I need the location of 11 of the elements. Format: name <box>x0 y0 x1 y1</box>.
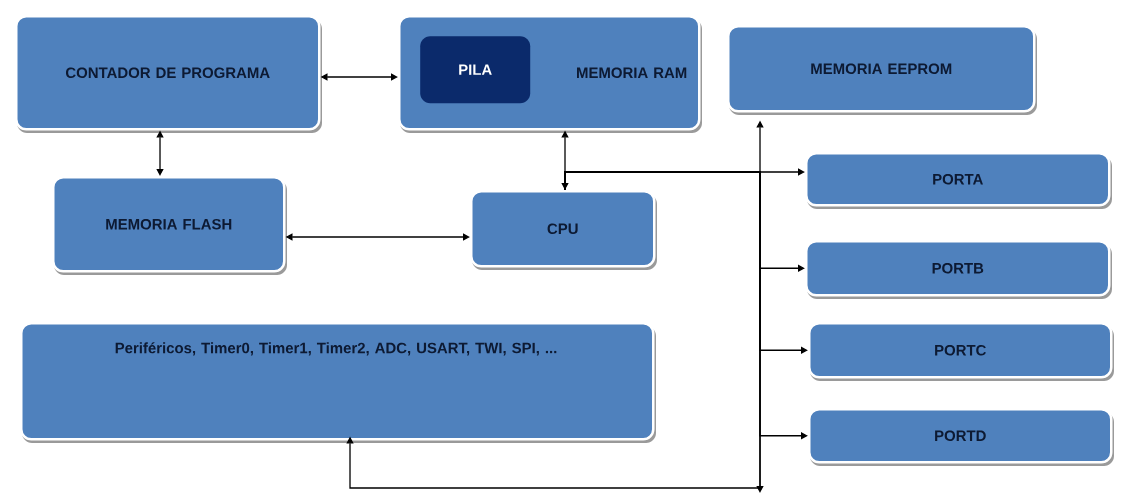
block-box: MEMORIA FLASH <box>52 176 287 275</box>
peripheral-box: Periféricos, Timer0, Timer1, Timer2, ADC, USART, TWI, SPI, ... <box>20 322 656 443</box>
port-box: PORTC <box>808 322 1114 381</box>
block-box: CPU <box>470 190 657 270</box>
port-box: PORTB <box>805 240 1112 299</box>
port-box: PORTD <box>808 408 1114 466</box>
arrow <box>564 171 764 493</box>
block-box: CONTADOR DE PROGRAMA <box>15 15 322 133</box>
port-box: PORTA <box>805 152 1112 209</box>
block-box: MEMORIA EEPROM <box>727 25 1037 115</box>
inner-box: PILA <box>420 36 531 104</box>
